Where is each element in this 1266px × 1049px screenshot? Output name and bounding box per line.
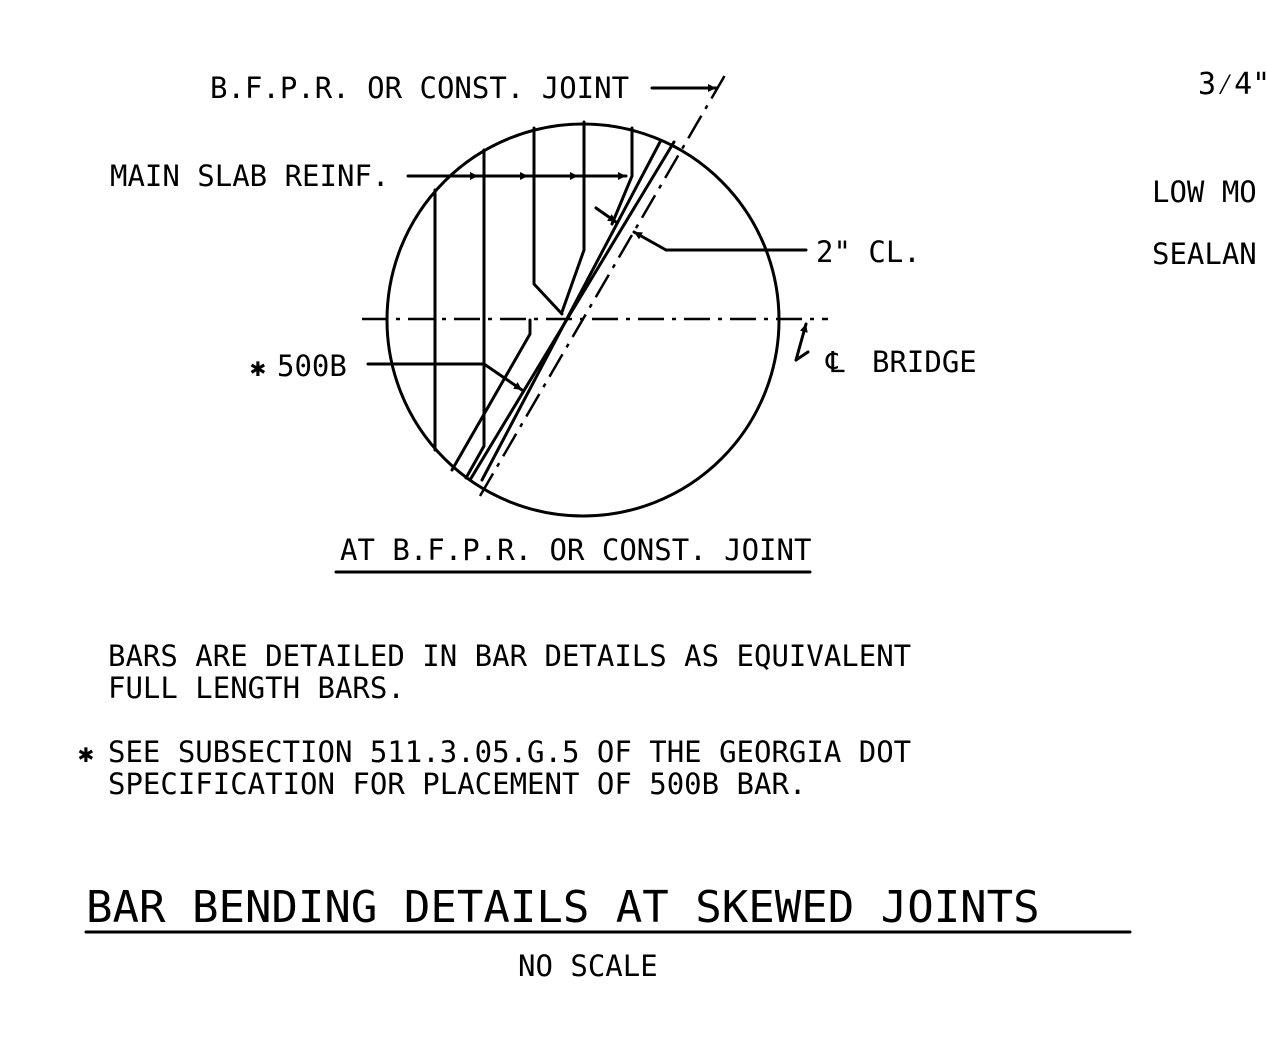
clearance-arrow-1 [594, 206, 618, 224]
note1-line2: FULL LENGTH BARS. [108, 671, 405, 705]
joint-edge-bar-inner [480, 140, 662, 482]
clearance-arrow-2 [632, 230, 668, 252]
slab-bar-4 [560, 120, 586, 314]
centerline-symbol: ℄ [825, 345, 845, 379]
clearance-dimension [594, 206, 808, 252]
bar-500b [450, 318, 532, 472]
clearance-label: 2" CL. [816, 235, 921, 269]
note2-line1: SEE SUBSECTION 511.3.05.G.5 OF THE GEORG… [108, 735, 911, 769]
note2-asterisk: ✱ [78, 739, 94, 769]
bfpr-label: B.F.P.R. OR CONST. JOINT [210, 71, 629, 105]
detail-caption: AT B.F.P.R. OR CONST. JOINT [340, 533, 811, 567]
drawing-title: BAR BENDING DETAILS AT SKEWED JOINTS [86, 882, 1040, 933]
centerline-bridge-label: BRIDGE [872, 345, 977, 379]
note2-line2: SPECIFICATION FOR PLACEMENT OF 500B BAR. [108, 767, 806, 801]
joint-centerline [478, 69, 730, 497]
slab-bar-5 [610, 126, 634, 226]
low-modulus-label-line2: SEALAN [1152, 237, 1257, 271]
main-slab-bars [433, 120, 634, 480]
slab-bar-3 [532, 126, 564, 316]
centerline-marker [794, 322, 810, 362]
bar-500b-leader [366, 362, 524, 392]
note1-line1: BARS ARE DETAILED IN BAR DETAILS AS EQUI… [108, 639, 911, 673]
bar-500b-label: 500B [277, 349, 347, 383]
slab-bar-2 [464, 148, 486, 480]
bar-500b-asterisk: ✱ [250, 353, 266, 383]
fraction-label: 3⁄4" [1198, 67, 1266, 102]
scale-note: NO SCALE [518, 949, 658, 983]
low-modulus-label-line1: LOW MO [1152, 175, 1257, 209]
main-slab-reinf-label: MAIN SLAB REINF. [110, 159, 389, 193]
